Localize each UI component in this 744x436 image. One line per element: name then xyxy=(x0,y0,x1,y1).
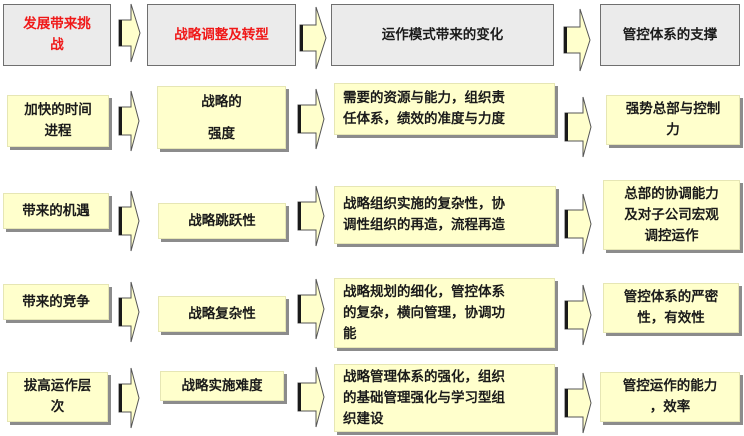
row4-strategy-line1: 战略实施难度 xyxy=(181,377,263,394)
row1-support: 强势总部与控制 力 xyxy=(606,95,740,145)
arrow-icon xyxy=(563,372,593,434)
row2-support-line3: 调控运作 xyxy=(644,227,699,244)
header-support: 管控体系的支撑 xyxy=(600,4,740,66)
arrow-icon xyxy=(117,281,141,343)
row3-challenge: 带来的竞争 xyxy=(3,284,109,320)
row3-support-line2: 性，有效性 xyxy=(637,310,705,326)
header-strategy: 战略调整及转型 xyxy=(147,4,296,66)
row3-strategy-line1: 战略复杂性 xyxy=(188,305,256,322)
arrow-icon xyxy=(563,193,593,255)
row1-support-line2: 力 xyxy=(666,122,680,138)
row3-support: 管控体系的严密 性，有效性 xyxy=(603,283,739,333)
row2-support-line2: 及对子公司宏观 xyxy=(624,206,719,223)
row4-support-line2: ，效率 xyxy=(649,399,691,415)
header-change: 运作模式带来的变化 xyxy=(331,4,554,66)
row1-strategy-line2: 强度 xyxy=(208,125,235,142)
row4-challenge-line2: 次 xyxy=(50,399,65,415)
row4-change-line2: 的基础管理强化与学习型组 xyxy=(343,389,505,406)
row3-change-line1: 战略规划的细化，管控体系 xyxy=(343,283,505,300)
row3-change: 战略规划的细化，管控体系 的复杂，横向管理，协调功 能 xyxy=(334,278,555,348)
header-challenge-line1: 发展带来挑 xyxy=(23,16,91,32)
arrow-icon xyxy=(117,367,141,429)
row2-change: 战略组织实施的复杂性，协 调性组织的再造，流程再造 xyxy=(334,186,556,244)
row4-change-line1: 战略管理体系的强化，组织 xyxy=(343,368,505,385)
row1-strategy-line1: 战略的 xyxy=(201,93,242,110)
row2-challenge-line1: 带来的机遇 xyxy=(22,202,90,219)
arrow-icon xyxy=(296,366,326,428)
row2-challenge: 带来的机遇 xyxy=(3,193,109,229)
header-change-label: 运作模式带来的变化 xyxy=(381,26,504,43)
row3-change-line3: 能 xyxy=(343,325,357,342)
row1-challenge-line1: 加快的时间 xyxy=(24,102,92,118)
row4-challenge: 拔高运作层 次 xyxy=(7,372,108,422)
arrow-icon xyxy=(296,88,326,150)
header-challenge-line2: 战 xyxy=(50,37,64,53)
row1-support-line1: 强势总部与控制 xyxy=(625,101,721,117)
arrow-icon xyxy=(296,278,326,340)
arrow-icon xyxy=(117,90,141,152)
arrow-icon xyxy=(562,8,592,72)
row1-challenge-line2: 进程 xyxy=(44,123,72,139)
row4-strategy: 战略实施难度 xyxy=(160,371,284,401)
row1-change-line2: 任体系，绩效的准度与力度 xyxy=(343,111,505,127)
row1-change: 需要的资源与能力，组织责 任体系，绩效的准度与力度 xyxy=(334,83,555,135)
row3-change-line2: 的复杂，横向管理，协调功 xyxy=(343,304,505,321)
arrow-icon xyxy=(563,96,593,158)
header-strategy-label: 战略调整及转型 xyxy=(174,26,269,43)
arrow-icon xyxy=(298,6,328,70)
row2-support-line1: 总部的协调能力 xyxy=(624,185,719,202)
arrow-icon xyxy=(116,3,142,63)
arrow-icon xyxy=(563,284,593,346)
row2-change-line2: 调性组织的再造，流程再造 xyxy=(343,217,505,233)
row4-support-line1: 管控运作的能力 xyxy=(622,378,718,394)
arrow-icon xyxy=(117,190,141,252)
row3-support-line1: 管控体系的严密 xyxy=(623,289,719,305)
arrow-icon xyxy=(296,185,326,247)
row1-challenge: 加快的时间 进程 xyxy=(7,95,109,147)
row1-change-line1: 需要的资源与能力，组织责 xyxy=(343,90,505,106)
row2-strategy-line1: 战略跳跃性 xyxy=(188,212,256,229)
row1-strategy: 战略的 强度 xyxy=(157,86,286,149)
row2-support: 总部的协调能力 及对子公司宏观 调控运作 xyxy=(603,180,740,250)
header-challenge: 发展带来挑 战 xyxy=(3,4,111,66)
row3-challenge-line1: 带来的竞争 xyxy=(22,293,90,310)
row2-strategy: 战略跳跃性 xyxy=(158,203,286,239)
header-support-label: 管控体系的支撑 xyxy=(622,26,718,43)
row4-support: 管控运作的能力 ，效率 xyxy=(600,372,740,422)
row2-change-line1: 战略组织实施的复杂性，协 xyxy=(343,196,505,212)
row3-strategy: 战略复杂性 xyxy=(158,296,286,332)
row4-change: 战略管理体系的强化，组织 的基础管理强化与学习型组 织建设 xyxy=(334,364,555,432)
row4-change-line3: 织建设 xyxy=(343,410,384,427)
row4-challenge-line1: 拔高运作层 xyxy=(23,378,92,394)
